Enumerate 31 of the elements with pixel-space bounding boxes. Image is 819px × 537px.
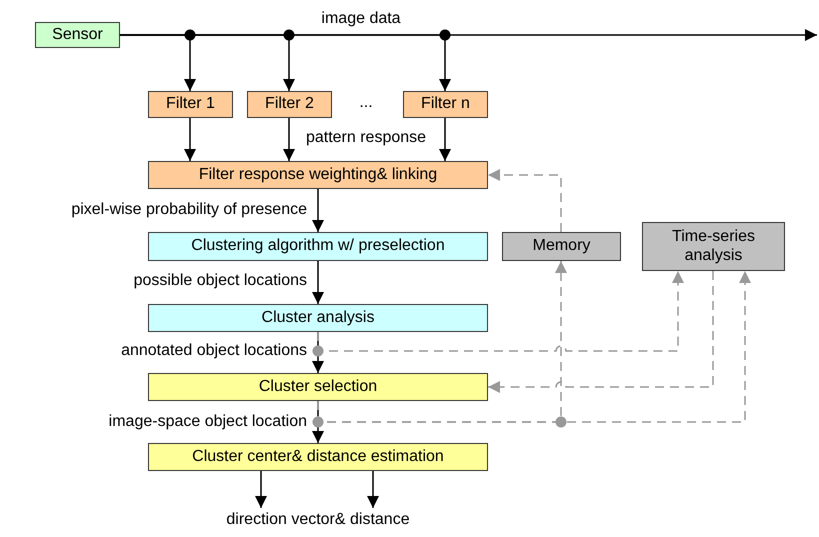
edge-label: pixel-wise probability of presence (71, 200, 307, 220)
arrow (312, 189, 324, 232)
process-box: Cluster selection (148, 373, 488, 401)
ellipsis-text: ... (359, 94, 373, 112)
edge-label: image data (321, 10, 401, 28)
process-box: Filter response weighting& linking (148, 161, 488, 189)
arrow (283, 118, 295, 161)
arrow (184, 118, 196, 161)
process-box: Time-series analysis (642, 222, 785, 271)
dashed-arrow (488, 271, 714, 393)
arrow (367, 471, 379, 508)
arrow (255, 471, 267, 508)
arrow (312, 261, 324, 304)
dashed-arrow (488, 169, 562, 232)
process-box: Sensor (35, 22, 120, 48)
edge-label: annotated object locations (121, 342, 307, 360)
output-text: direction vector& distance (195, 508, 441, 532)
process-box: Filter 1 (148, 91, 233, 118)
process-box: Cluster center& distance estimation (148, 443, 488, 471)
dashed-arrow (317, 261, 567, 423)
process-box: Filter n (403, 91, 488, 118)
process-box: Cluster analysis (148, 304, 488, 332)
process-box: Clustering algorithm w/ preselection (148, 232, 488, 261)
flow-label: pattern response (306, 128, 426, 148)
process-box: Memory (502, 232, 621, 261)
arrow (120, 34, 451, 91)
process-box: Filter 2 (247, 91, 332, 118)
dashed-arrow (317, 271, 684, 352)
arrow (439, 118, 451, 161)
edge-label: possible object locations (134, 272, 307, 290)
edge-label: image-space object location (108, 412, 307, 432)
